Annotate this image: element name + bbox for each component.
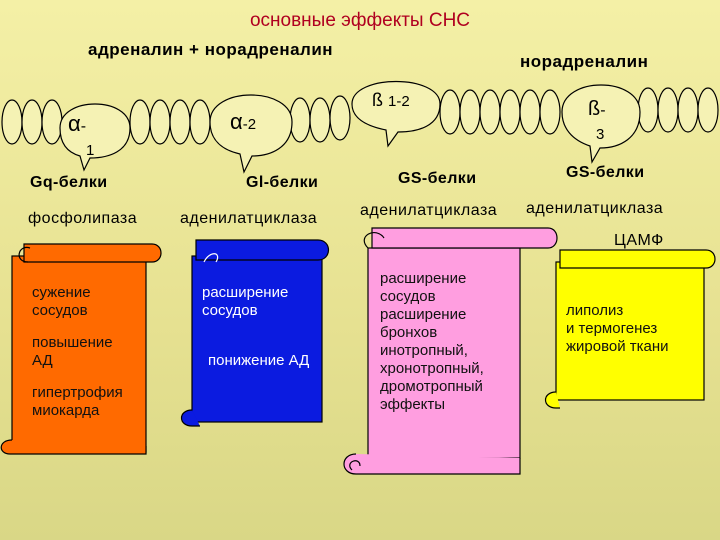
- orange-scroll-text: сужение сосудов повышение АД гипертрофия…: [32, 284, 132, 420]
- adenylate-cyclase-label-gi: аденилатциклаза: [180, 210, 318, 227]
- receptor-alpha2: [209, 94, 293, 174]
- scroll-yellow: [544, 249, 716, 409]
- scroll-pink: [343, 227, 558, 475]
- effect-thermogenesis: и термогенез: [566, 320, 658, 337]
- alpha-symbol: α: [230, 109, 243, 134]
- effect-bp-decrease: понижение АД: [208, 352, 310, 369]
- alpha1-suffix: -: [80, 118, 87, 135]
- effect-bp-increase: повышение АД: [32, 334, 113, 369]
- gi-protein-label: Gl-белки: [246, 174, 319, 191]
- cell-membrane: [1, 87, 719, 145]
- receptor-alpha1-subscript: 1: [86, 142, 95, 159]
- camp-label: ЦАМФ: [614, 232, 664, 249]
- pink-scroll-text: расширение сосудов расширение бронхов ин…: [380, 270, 516, 414]
- receptor-beta3-subscript: 3: [596, 126, 605, 143]
- effect-adipose-tissue: жировой ткани: [566, 338, 669, 355]
- blue-scroll-text: расширение сосудов понижение АД: [202, 284, 312, 370]
- beta-symbol: ß: [372, 90, 383, 110]
- receptor-beta12: [351, 81, 441, 148]
- gs-protein-label-1: GS-белки: [398, 170, 477, 187]
- effect-vasodilation: расширение сосудов: [202, 284, 289, 319]
- adenylate-cyclase-label-gs2: аденилатциклаза: [526, 200, 664, 217]
- effect-chronotropic: хронотропный,: [380, 360, 484, 377]
- diagram-title: основные эффекты СНС: [249, 10, 471, 31]
- receptor-beta12-label: ß 1-2: [372, 90, 410, 111]
- alpha2-suffix: -2: [242, 116, 257, 133]
- adenylate-cyclase-label-gs1: аденилатциклаза: [360, 202, 498, 219]
- effect-inotropic: инотропный,: [380, 342, 468, 359]
- gq-protein-label: Gq-белки: [30, 174, 108, 191]
- beta12-suffix: 1-2: [388, 93, 410, 110]
- receptor-alpha2-label: α-2: [230, 110, 256, 137]
- effect-effects: эффекты: [380, 396, 446, 413]
- effect-pink-vasodilation: расширение сосудов: [380, 270, 467, 305]
- receptor-alpha1: [59, 103, 131, 172]
- beta-symbol: ß: [588, 98, 601, 120]
- ligand-noradrenaline: норадреналин: [520, 52, 649, 71]
- ligand-adrenaline-noradrenaline: адреналин + норадреналин: [88, 40, 334, 59]
- beta3-suffix: -: [600, 102, 606, 119]
- scroll-orange: [0, 243, 162, 455]
- effect-lipolysis: липолиз: [566, 302, 624, 319]
- effect-dromotropic: дромотропный: [380, 378, 483, 395]
- yellow-scroll-text: липолиз и термогенез жировой ткани: [566, 302, 702, 356]
- gs-protein-label-2: GS-белки: [566, 164, 645, 181]
- receptor-alpha1-label: α-: [68, 112, 86, 139]
- effect-vasoconstriction: сужение сосудов: [32, 284, 91, 319]
- scroll-blue: [180, 239, 330, 427]
- effect-bronchodilation: расширение бронхов: [380, 306, 467, 341]
- receptor-beta3: [561, 84, 641, 164]
- alpha-symbol: α: [68, 111, 81, 136]
- phospholipase-label: фосфолипаза: [28, 210, 138, 227]
- receptor-beta3-label: ß-: [588, 98, 606, 121]
- effect-myocardial-hypertrophy: гипертрофия миокарда: [32, 384, 123, 419]
